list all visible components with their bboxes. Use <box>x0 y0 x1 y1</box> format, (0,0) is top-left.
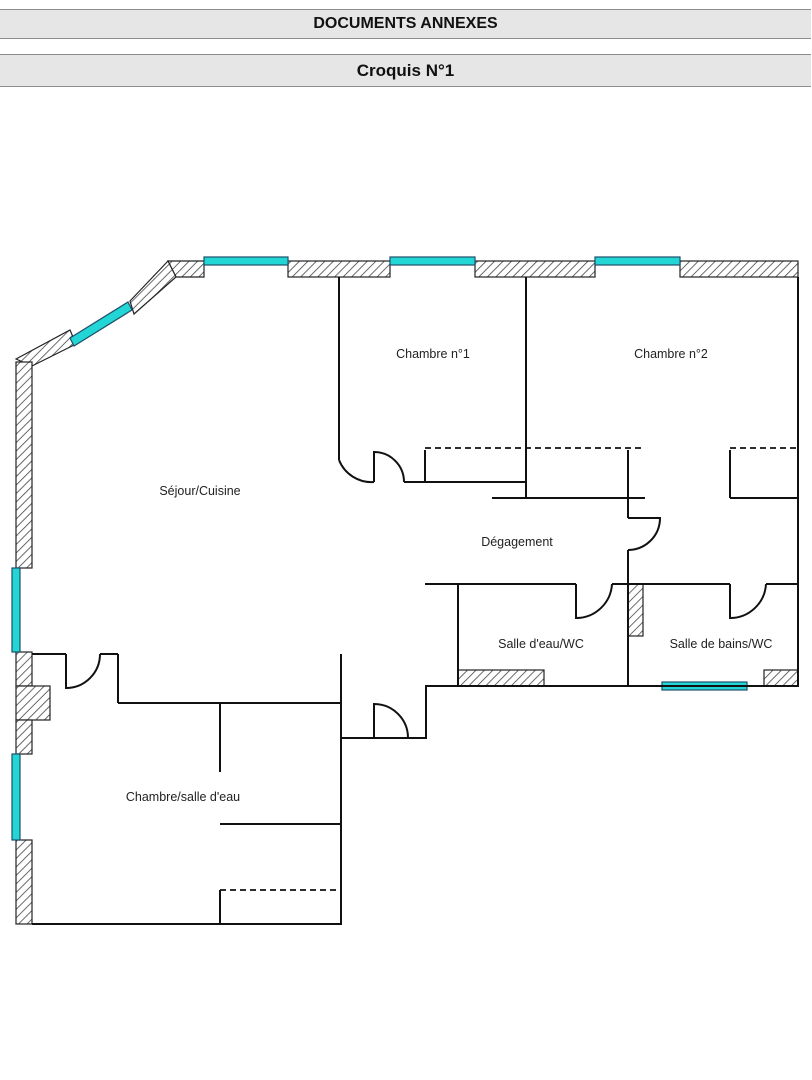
door-degagement <box>627 517 662 551</box>
label-sejour: Séjour/Cuisine <box>159 484 240 498</box>
wall-diagonal-upper <box>129 259 177 316</box>
window-left-2 <box>11 753 21 841</box>
wall-bath-stub <box>627 583 644 637</box>
outer-contour <box>32 277 799 925</box>
label-salle-bains: Salle de bains/WC <box>670 637 773 651</box>
wall-left-2 <box>15 651 33 687</box>
section-title-bar: DOCUMENTS ANNEXES <box>0 9 811 39</box>
interior-partitions <box>32 277 798 924</box>
wall-top-3 <box>474 260 596 278</box>
sketch-title: Croquis N°1 <box>356 61 455 80</box>
exterior-walls <box>14 259 799 925</box>
door-entrance <box>373 702 426 739</box>
wall-left-1 <box>15 361 33 569</box>
door-chambre1 <box>338 459 375 484</box>
window-diagonal <box>69 301 133 347</box>
wall-top-4 <box>679 260 799 278</box>
wall-left-pillar <box>15 685 51 721</box>
wall-bottom-salle-eau <box>457 669 545 687</box>
wall-left-3 <box>15 719 33 755</box>
doors <box>65 450 767 739</box>
door-chambre-salle-eau <box>65 653 101 690</box>
window-top-1 <box>203 256 289 266</box>
label-chambre2: Chambre n°2 <box>634 347 708 361</box>
sketch-title-bar: Croquis N°1 <box>0 54 811 87</box>
label-salle-eau: Salle d'eau/WC <box>498 637 584 651</box>
label-degagement: Dégagement <box>481 535 553 549</box>
door-chambre1-b <box>373 450 405 483</box>
label-chambre-salle-eau: Chambre/salle d'eau <box>126 790 240 804</box>
room-labels: Chambre n°1 Chambre n°2 Séjour/Cuisine D… <box>126 347 773 804</box>
window-top-3 <box>594 256 681 266</box>
label-chambre1: Chambre n°1 <box>396 347 470 361</box>
door-salle-bains <box>729 583 767 620</box>
section-title: DOCUMENTS ANNEXES <box>313 15 498 32</box>
door-salle-eau <box>575 583 613 620</box>
wall-top-2 <box>287 260 391 278</box>
wall-left-4 <box>15 839 33 925</box>
window-left-1 <box>11 567 21 653</box>
window-top-2 <box>389 256 476 266</box>
dashed-lines <box>220 447 798 891</box>
wall-diagonal-lower <box>14 329 77 367</box>
wall-bottom-right <box>763 669 799 687</box>
